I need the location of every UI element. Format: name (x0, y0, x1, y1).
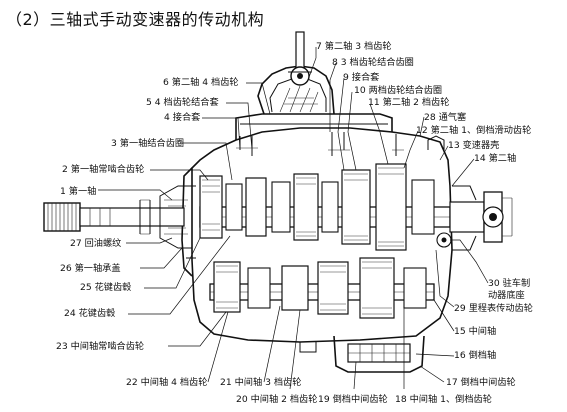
label-16: 16 倒档轴 (454, 349, 496, 361)
label-10: 10 两档齿轮结合齿圈 (354, 84, 442, 96)
label-13: 13 变速器壳 (448, 139, 499, 151)
label-30a: 30 驻车制 (488, 277, 530, 289)
label-2: 2 第一轴常啮合齿轮 (62, 163, 144, 175)
label-7: 7 第二轴 3 档齿轮 (316, 40, 392, 52)
label-17: 17 倒档中间齿轮 (446, 376, 516, 388)
label-23: 23 中间轴常啮合齿轮 (56, 340, 144, 352)
label-30b: 动器底座 (488, 289, 525, 301)
label-11: 11 第二轴 2 档齿轮 (368, 96, 449, 108)
label-26: 26 第一轴承盖 (60, 262, 121, 274)
label-21: 21 中间轴 3 档齿轮 (220, 376, 301, 388)
label-12: 12 第二轴 1、倒档滑动齿轮 (416, 124, 531, 136)
label-14: 14 第二轴 (474, 152, 516, 164)
label-9: 9 接合套 (343, 71, 379, 83)
label-27: 27 回油螺纹 (70, 237, 121, 249)
label-19: 19 倒档中间齿轮 (318, 393, 388, 405)
label-24: 24 花键齿毂 (64, 307, 115, 319)
label-15: 15 中间轴 (454, 325, 496, 337)
label-29: 29 里程表传动齿轮 (454, 302, 533, 314)
label-5: 5 4 档齿轮结合套 (146, 96, 219, 108)
label-18: 18 中间轴 1、倒档齿轮 (395, 393, 492, 405)
label-6: 6 第二轴 4 档齿轮 (163, 76, 239, 88)
label-20: 20 中间轴 2 档齿轮 (236, 393, 317, 405)
label-22: 22 中间轴 4 档齿轮 (126, 376, 207, 388)
page-title: （2）三轴式手动变速器的传动机构 (6, 10, 265, 29)
leader-lines (98, 47, 489, 390)
transmission-illustration (43, 31, 513, 373)
label-25: 25 花键齿毂 (80, 281, 131, 293)
label-28: 28 通气塞 (424, 111, 466, 123)
label-1: 1 第一轴 (60, 185, 96, 197)
part-labels: 1 第一轴 2 第一轴常啮合齿轮 3 第一轴结合齿圈 4 接合套 5 4 档齿轮… (56, 40, 533, 405)
label-4: 4 接合套 (164, 111, 200, 123)
label-8: 8 3 档齿轮结合齿圈 (332, 56, 414, 68)
label-3: 3 第一轴结合齿圈 (111, 137, 184, 149)
